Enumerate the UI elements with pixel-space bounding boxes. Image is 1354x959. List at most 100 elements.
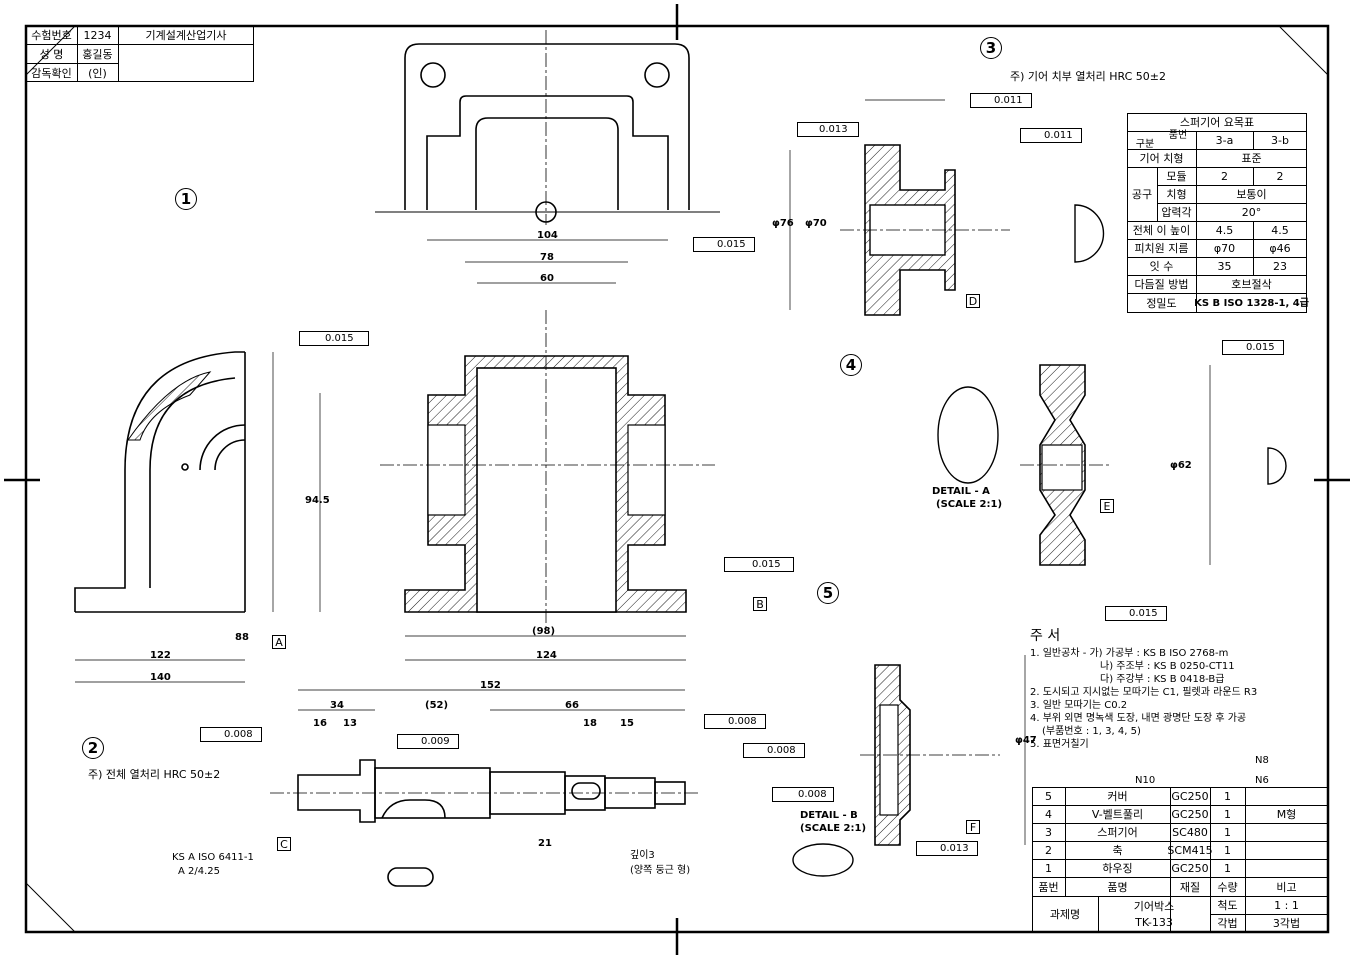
tolerance-value: 0.008 [728, 716, 757, 727]
dim-124: 124 [536, 650, 557, 661]
parts-row-qty: 1 [1224, 826, 1231, 839]
gear-row-label: 모듈 [1166, 170, 1187, 183]
dim-21: 21 [538, 838, 552, 849]
datum-f: F [966, 820, 980, 834]
parts-row-remark [1245, 842, 1328, 859]
dim-16: 16 [313, 718, 327, 729]
tolerance-value: 0.015 [1129, 608, 1158, 619]
dim-phi70: φ70 [805, 218, 827, 229]
parts-header-name: 품명 [1107, 880, 1128, 894]
gear-row-group: 공구 [1131, 188, 1153, 201]
title-block-angle: 3각법 [1272, 917, 1301, 930]
tolerance-frame [724, 557, 794, 572]
title-block-name: 기어박스 [1133, 899, 1175, 913]
note-line: 3. 일반 모따기는 C0.2 [1030, 700, 1128, 711]
tolerance-value: 0.013 [819, 124, 848, 135]
gear-row-label: 잇 수 [1149, 260, 1174, 273]
part-2-note: 주) 전체 열처리 HRC 50±2 [88, 768, 221, 781]
gear-row-value: 20° [1241, 206, 1262, 219]
note-line: 2. 도시되고 지시없는 모따기는 C1, 필렛과 라운드 R3 [1030, 687, 1258, 698]
tolerance-value: 0.008 [224, 729, 253, 740]
roughness-n6: N6 [1255, 775, 1269, 786]
dim-122: 122 [150, 650, 171, 661]
shaft-iso-note: KS A ISO 6411-1 [172, 852, 254, 863]
datum-d: D [966, 294, 980, 308]
dim-phi47: φ47 [1015, 735, 1037, 746]
tolerance-value: 0.015 [325, 333, 354, 344]
part-5-balloon: 5 [817, 582, 839, 604]
tolerance-value: 0.015 [1246, 342, 1275, 353]
part-3-balloon: 3 [980, 37, 1002, 59]
gear-row-value: 4.5 [1271, 224, 1289, 237]
dim-13: 13 [343, 718, 357, 729]
header-qualification: 기계설계산업기사 [145, 29, 227, 42]
gear-row-value: 호브절삭 [1231, 278, 1272, 291]
gear-row-label: 압력각 [1161, 206, 1192, 219]
tolerance-value: 0.015 [752, 559, 781, 570]
dim-78: 78 [540, 252, 554, 263]
tolerance-frame [1105, 606, 1167, 621]
parts-row-name: 스퍼기어 [1097, 826, 1138, 839]
parts-row-name: 축 [1112, 844, 1123, 857]
roughness-n8: N8 [1255, 755, 1269, 766]
tolerance-frame [200, 727, 262, 742]
tolerance-value: 0.011 [1044, 130, 1073, 141]
note-line: 다) 주강부 : KS B 0418-B급 [1100, 674, 1225, 685]
detail-b-label: DETAIL - B [800, 810, 858, 821]
dim-phi76: φ76 [772, 218, 794, 229]
parts-row-name: V-벨트풀리 [1091, 808, 1144, 821]
dim-34: 34 [330, 700, 344, 711]
parts-row-no: 2 [1045, 844, 1052, 857]
roughness-n10: N10 [1135, 775, 1156, 786]
tolerance-frame [299, 331, 369, 346]
keyway-shape-note: (양쪽 둥근 형) [630, 865, 691, 876]
tolerance-frame [797, 122, 859, 137]
notes-title: 주 서 [1030, 628, 1061, 644]
parts-row-material: SCM415 [1167, 844, 1213, 857]
note-line: 4. 부위 외면 명녹색 도장, 내면 광명단 도장 후 가공 [1030, 713, 1247, 724]
gear-table-corner-bottom: 구분 [1135, 138, 1155, 150]
datum-e: E [1100, 499, 1114, 513]
gear-table-col-a: 3-a [1215, 134, 1234, 147]
tolerance-frame [704, 714, 766, 729]
gear-table-corner-top: 품번 [1168, 129, 1188, 141]
dim-66: 66 [565, 700, 579, 711]
note-line: 나) 주조부 : KS B 0250-CT11 [1100, 661, 1235, 672]
gear-row-value: 23 [1273, 260, 1287, 273]
dim-60: 60 [540, 273, 554, 284]
dim-98: (98) [532, 626, 556, 637]
tolerance-value: 0.008 [767, 745, 796, 756]
gear-row-label: 다듬질 방법 [1134, 278, 1189, 291]
gear-row-value: 표준 [1241, 152, 1262, 165]
parts-row-no: 5 [1045, 790, 1052, 803]
part-3-note: 주) 기어 치부 열처리 HRC 50±2 [1010, 70, 1166, 83]
tolerance-value: 0.008 [798, 789, 827, 800]
tolerance-frame [772, 787, 834, 802]
gear-row-value: 35 [1217, 260, 1232, 273]
dim-140: 140 [150, 672, 171, 683]
dim-52: (52) [425, 700, 449, 711]
dim-94-5: 94.5 [305, 495, 330, 506]
gear-row-label: 피치원 지름 [1134, 242, 1189, 255]
housing-side-view [74, 351, 246, 613]
gear-row-value: φ70 [1213, 242, 1236, 255]
header-table [26, 26, 254, 82]
tolerance-frame [1222, 340, 1284, 355]
gear-row-label: 전체 이 높이 [1132, 224, 1191, 237]
dim-18: 18 [583, 718, 597, 729]
shaft-iso-note-2: A 2/4.25 [178, 866, 221, 877]
parts-row-qty: 1 [1224, 808, 1231, 821]
part-1-balloon: 1 [175, 188, 197, 210]
parts-row-no: 1 [1045, 862, 1052, 875]
title-block-scale-label: 척도 [1217, 899, 1238, 912]
gear-row-value: 보통이 [1236, 188, 1267, 201]
header-value-exam: 1234 [83, 29, 112, 42]
header-label-supervisor: 감독확인 [31, 66, 72, 80]
parts-row-remark: M형 [1276, 808, 1297, 821]
title-block-code: TK-133 [1135, 915, 1173, 929]
title-block-label: 과제명 [1049, 908, 1081, 921]
header-value-name: 홍길동 [82, 47, 113, 61]
header-label-name: 성 명 [39, 47, 64, 61]
tolerance-value: 0.009 [421, 736, 450, 747]
